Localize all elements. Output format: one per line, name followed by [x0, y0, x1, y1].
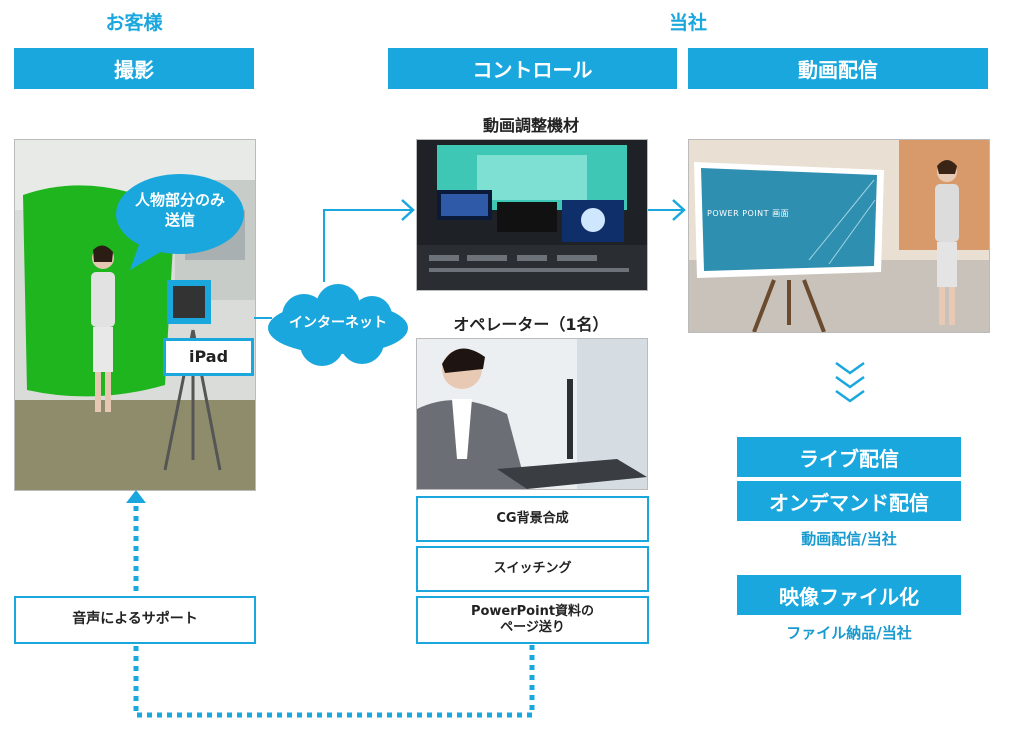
on-demand-streaming-label: オンデマンド配信	[737, 481, 961, 521]
internet-label: インターネット	[289, 315, 387, 331]
task-cg-background: CG背景合成	[416, 496, 649, 542]
delivery-photo: POWER POINT 画面	[688, 139, 990, 333]
operator-photo	[416, 338, 648, 490]
speech-bubble: 人物部分のみ 送信	[112, 172, 252, 272]
task-powerpoint-paging: PowerPoint資料の ページ送り	[416, 596, 649, 644]
powerpoint-screen-title: POWER POINT 画面	[707, 209, 790, 218]
company-title: 当社	[668, 12, 707, 34]
ipad-label: iPad	[163, 338, 254, 376]
video-file-label: 映像ファイル化	[737, 575, 961, 615]
shooting-header: 撮影	[14, 48, 254, 89]
live-streaming-label: ライブ配信	[737, 437, 961, 477]
task-switching: スイッチング	[416, 546, 649, 592]
speech-bubble-text: 人物部分のみ 送信	[134, 191, 225, 230]
delivery-header: 動画配信	[688, 48, 988, 89]
customer-title: お客様	[105, 12, 163, 34]
operator-title: オペレーター（1名）	[453, 315, 609, 334]
streaming-note: 動画配信/当社	[801, 530, 897, 548]
internet-cloud: インターネット	[262, 280, 414, 370]
equipment-photo	[416, 139, 648, 291]
control-header: コントロール	[388, 48, 677, 89]
equipment-title: 動画調整機材	[482, 116, 579, 135]
file-delivery-note: ファイル納品/当社	[786, 624, 912, 642]
audio-support-label: 音声によるサポート	[14, 596, 256, 644]
